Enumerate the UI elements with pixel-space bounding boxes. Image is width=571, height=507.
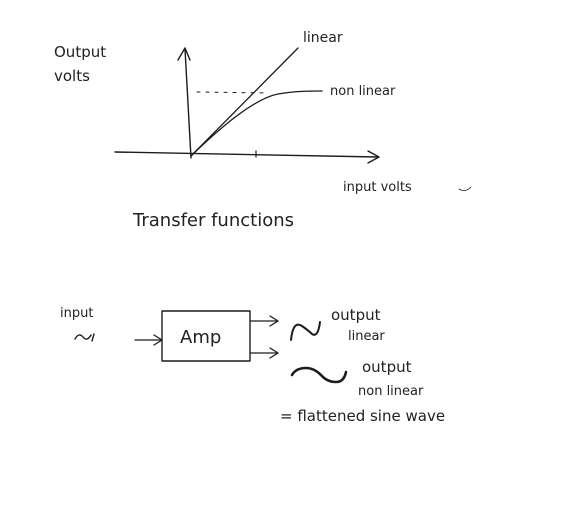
output-linear-label-line2: linear: [348, 329, 385, 344]
saturation-dashed-line: [196, 91, 269, 94]
flattened-sine-wave-note: = flattened sine wave: [280, 407, 445, 425]
output-nonlinear-label-line2: non linear: [358, 384, 424, 399]
output-arrow-nonlinear-head-icon: [269, 347, 279, 359]
pencil-mark: [458, 186, 472, 191]
output-linear-label-line1: output: [331, 306, 381, 324]
nonlinear-curve: [190, 90, 323, 157]
transfer-function-graph: Output volts linear non linear input vol…: [54, 30, 472, 231]
graph-caption: Transfer functions: [132, 210, 294, 231]
amp-label: Amp: [180, 327, 221, 348]
output-nonlinear-label-line1: output: [362, 358, 412, 376]
y-axis-arrow-icon: [177, 47, 191, 61]
flattened-output-sine-wave-icon: [290, 366, 348, 384]
input-wave-tail: [91, 333, 95, 342]
x-axis-arrow-icon: [367, 150, 380, 164]
linear-curve-label: linear: [303, 30, 343, 46]
y-axis: [184, 48, 192, 159]
linear-output-sine-wave-icon: [290, 321, 321, 341]
output-arrow-linear-head-icon: [269, 315, 279, 327]
x-axis-label: input volts: [343, 180, 412, 195]
x-axis: [114, 151, 379, 158]
input-sine-wave-icon: [74, 334, 92, 340]
linear-curve: [190, 47, 299, 157]
y-axis-label-line2: volts: [54, 67, 90, 85]
input-label: input: [60, 306, 93, 321]
amp-box: [161, 310, 251, 362]
nonlinear-curve-label: non linear: [330, 84, 396, 99]
y-axis-label-line1: Output: [54, 43, 106, 61]
amplifier-block-diagram: input Amp output linear output non linea…: [60, 306, 445, 425]
